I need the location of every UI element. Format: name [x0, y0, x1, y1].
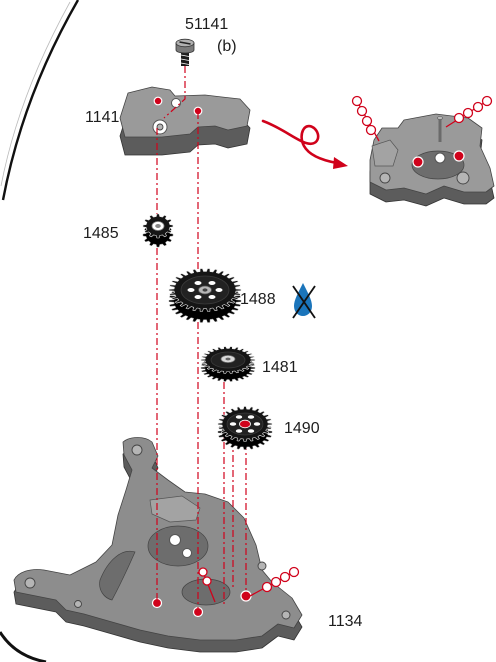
lower-wheel-gear-icon [217, 406, 273, 450]
main-plate-pivot-hole-2 [182, 548, 192, 558]
middle-wheel-arbor [225, 357, 231, 361]
movement-outline-arc-top-inner [0, 1, 71, 187]
bridge-jewel-hole [153, 96, 163, 106]
part-label-pinion: 1485 [83, 225, 119, 242]
part-label-large-wheel: 1488 [240, 291, 276, 308]
lower-wheel-cutout [253, 422, 261, 426]
main-plate [13, 437, 303, 653]
lower-wheel-cutout [247, 429, 255, 433]
bridge-reverse-view [351, 95, 495, 207]
bridge-pivot-hole-inner [156, 123, 164, 131]
screw-icon [175, 38, 195, 66]
bridge-reverse-pin-head [437, 116, 443, 120]
large-wheel-cutout [208, 295, 216, 299]
lower-wheel-cutout [235, 429, 243, 433]
lower-wheel-cutout [235, 415, 243, 419]
main-plate-screw-hole [131, 444, 143, 456]
lower-wheel-cutout [229, 422, 237, 426]
main-plate-jewel-hole [240, 590, 252, 602]
middle-wheel-gear-icon [200, 346, 256, 382]
lubrication-point-icon [445, 95, 493, 128]
bridge-screw-hole [171, 98, 181, 108]
large-wheel-gear-icon [168, 268, 242, 323]
bridge-reverse-screw-hole [434, 152, 446, 164]
part-label-bridge: 1141 [85, 109, 120, 126]
cross-icon [292, 285, 316, 319]
main-plate-pivot-hole [169, 534, 181, 546]
main-plate-recess-left [99, 550, 136, 601]
main-plate-raised-bridge [149, 495, 201, 523]
bridge-reverse-jewel-hole [412, 156, 424, 168]
pinion-gear-icon [142, 213, 174, 248]
assembly-axis-lines [156, 66, 247, 612]
part-label-screw: 51141 [185, 16, 228, 33]
large-wheel-cutout [187, 288, 195, 292]
part-label-screw-variant: (b) [217, 38, 237, 55]
bridge-reverse-jewel-hole [453, 150, 465, 162]
lower-wheel-cutout [247, 415, 255, 419]
main-plate-screw-hole [257, 561, 267, 571]
part-label-middle-wheel: 1481 [262, 359, 298, 376]
bridge-reverse-foot [379, 172, 391, 184]
screw-slot [179, 41, 191, 45]
assembly-axis [163, 66, 186, 119]
bridge-reverse-foot [456, 171, 470, 185]
large-wheel-arbor [202, 288, 208, 292]
bridge-reverse-recess [411, 150, 465, 180]
screw-shank [181, 50, 189, 66]
main-plate-center-recess [147, 525, 209, 567]
main-plate-screw-hole [24, 577, 36, 589]
large-wheel-cutout [194, 295, 202, 299]
lower-wheel-hub [239, 419, 251, 429]
lubrication-point-icon [198, 567, 216, 603]
bridge-reverse-raised-block [371, 139, 399, 167]
movement-outline-arc-top [1, 0, 80, 201]
flip-arrow-icon [261, 119, 348, 169]
lubrication-point-icon [351, 95, 380, 142]
main-plate-screw-hole [281, 610, 291, 620]
main-plate-screw-hole [74, 600, 82, 608]
large-wheel-cutout [194, 281, 202, 285]
pinion-arbor [155, 224, 161, 228]
movement-outline-arc-bottom [0, 631, 47, 662]
bridge-top [119, 86, 251, 138]
part-label-main-plate: 1134 [328, 613, 363, 630]
no-lubrication-icon [292, 283, 316, 319]
large-wheel-cutout [208, 281, 216, 285]
part-label-lower-wheel: 1490 [284, 420, 320, 437]
large-wheel-cutout [215, 288, 223, 292]
lubrication-point-icon [249, 566, 300, 597]
bridge [119, 86, 251, 156]
